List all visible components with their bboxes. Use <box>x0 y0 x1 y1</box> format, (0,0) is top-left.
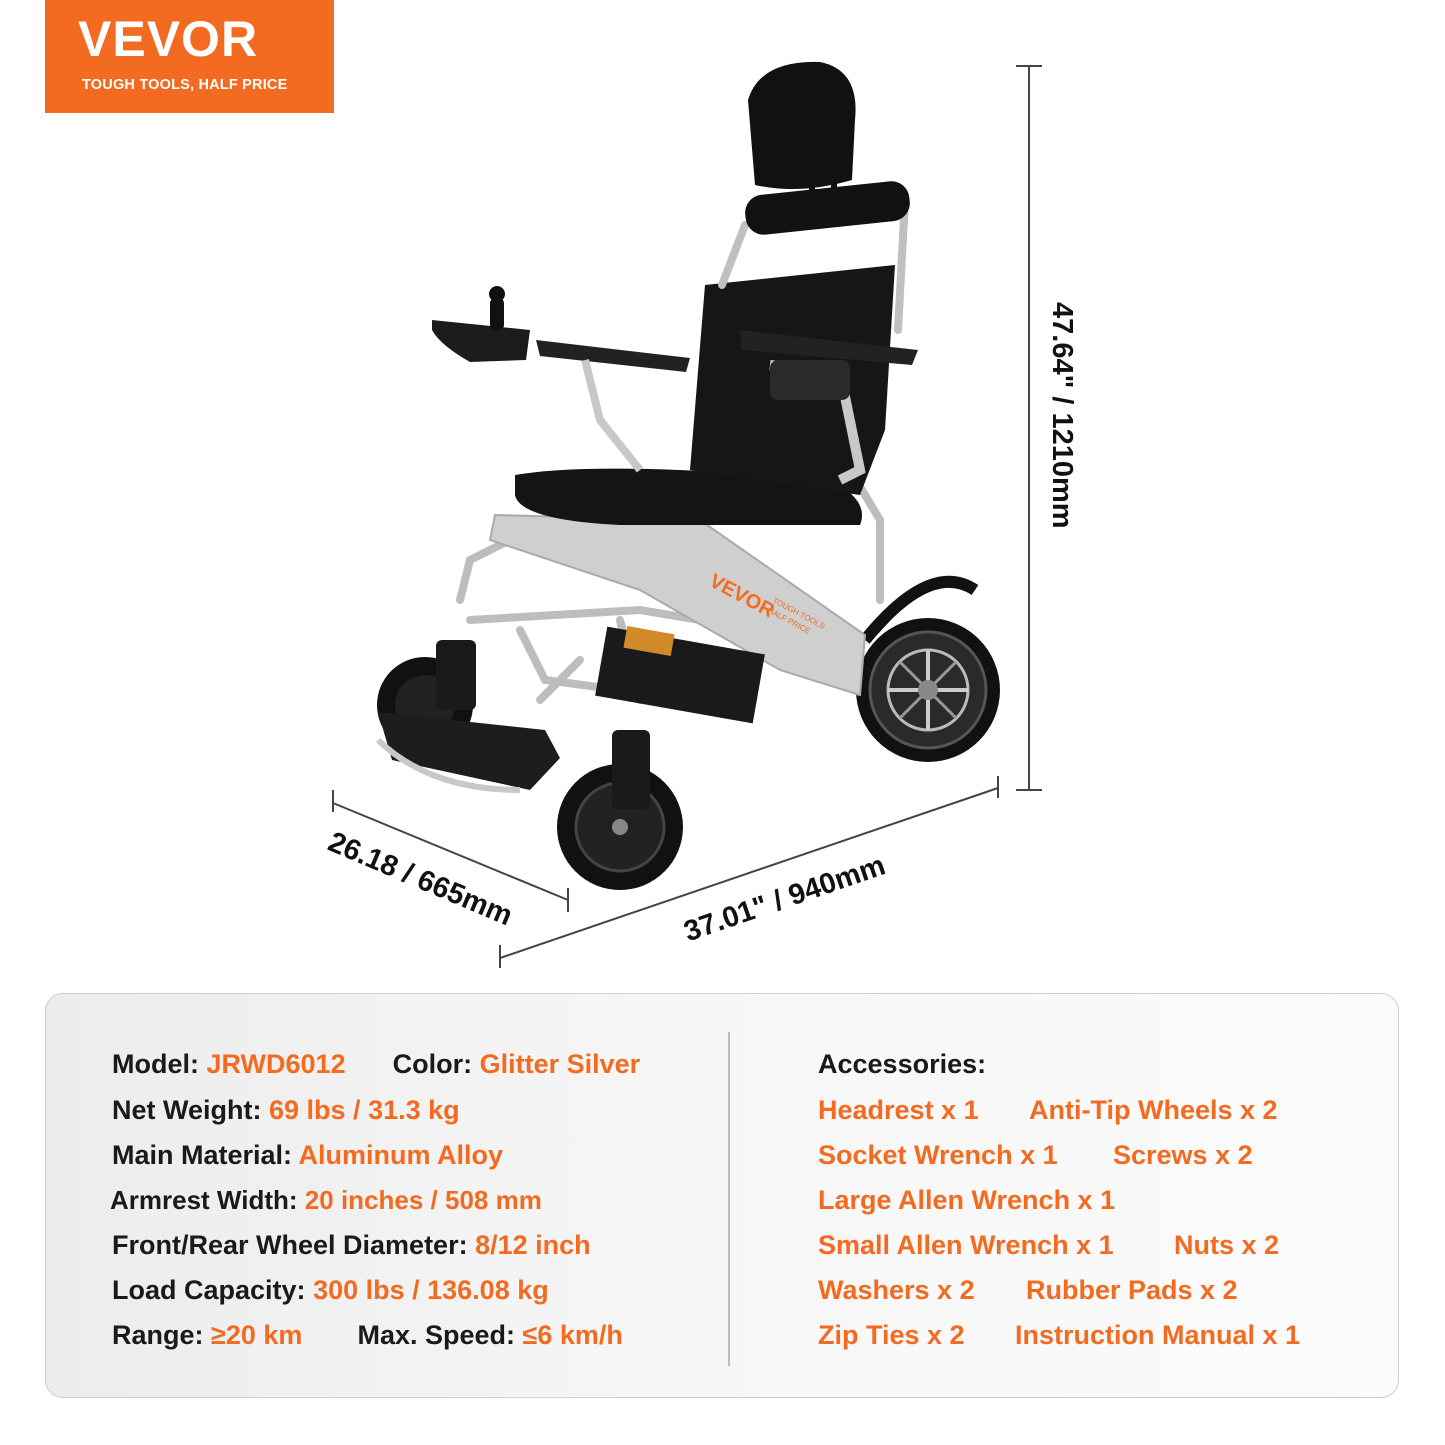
spec-armrest: Armrest Width: 20 inches / 508 mm <box>110 1187 542 1213</box>
spec-material: Main Material: Aluminum Alloy <box>112 1142 503 1169</box>
accessory-item: Screws x 2 <box>1113 1140 1253 1170</box>
accessory-item: Washers x 2 <box>818 1275 975 1305</box>
side-frame-panel: VEVOR TOUGH TOOLS HALF PRICE <box>488 513 867 697</box>
spec-load: Load Capacity: 300 lbs / 136.08 kg <box>112 1277 549 1304</box>
speed-label: Max. Speed: <box>357 1320 515 1350</box>
spec-panel: Model: JRWD6012 Color: Glitter Silver Ne… <box>45 993 1399 1398</box>
spec-wheel: Front/Rear Wheel Diameter: 8/12 inch <box>112 1232 591 1259</box>
spec-weight: Net Weight: 69 lbs / 31.3 kg <box>112 1097 460 1124</box>
brand-logo: VEVOR ® TOUGH TOOLS, HALF PRICE <box>45 0 351 113</box>
panel-divider <box>728 1032 730 1366</box>
length-dimension-line <box>499 776 999 968</box>
model-label: Model: <box>112 1049 199 1079</box>
logo-brand-text: VEVOR <box>78 11 259 67</box>
weight-label: Net Weight: <box>112 1095 262 1125</box>
material-value: Aluminum Alloy <box>298 1140 504 1170</box>
armrest-value: 20 inches / 508 mm <box>304 1185 542 1215</box>
accessory-item: Anti-Tip Wheels x 2 <box>1029 1095 1278 1125</box>
spec-model-color: Model: JRWD6012 Color: Glitter Silver <box>112 1051 640 1078</box>
width-dimension-line <box>332 790 569 912</box>
range-value: ≥20 km <box>211 1320 303 1350</box>
footrest <box>375 712 560 793</box>
wheelchair-illustration: VEVOR TOUGH TOOLS HALF PRICE <box>332 61 1042 968</box>
weight-value: 69 lbs / 31.3 kg <box>269 1095 460 1125</box>
wheel-label: Front/Rear Wheel Diameter: <box>112 1230 468 1260</box>
accessory-item: Nuts x 2 <box>1174 1230 1280 1260</box>
height-dimension-label: 47.64" / 1210mm <box>1046 302 1078 529</box>
color-value: Glitter Silver <box>479 1049 641 1079</box>
height-dimension-line <box>1016 65 1042 791</box>
accessory-item: Headrest x 1 <box>818 1095 979 1125</box>
range-label: Range: <box>112 1320 204 1350</box>
accessory-item: Rubber Pads x 2 <box>1026 1275 1238 1305</box>
model-value: JRWD6012 <box>206 1049 346 1079</box>
spec-range-speed: Range: ≥20 km Max. Speed: ≤6 km/h <box>112 1322 623 1349</box>
registered-mark: ® <box>343 20 352 32</box>
material-label: Main Material: <box>112 1140 293 1170</box>
accessory-item: Small Allen Wrench x 1 <box>818 1230 1114 1260</box>
rear-wheel <box>856 575 1000 762</box>
accessory-item: Zip Ties x 2 <box>818 1320 965 1350</box>
speed-value: ≤6 km/h <box>522 1320 623 1350</box>
left-armrest <box>536 340 690 473</box>
seat-cushion <box>515 468 862 525</box>
accessory-item: Socket Wrench x 1 <box>818 1140 1058 1170</box>
logo-tagline: TOUGH TOOLS, HALF PRICE <box>82 77 288 93</box>
front-wheel <box>557 730 683 890</box>
color-label: Color: <box>392 1049 473 1079</box>
accessories-title: Accessories: <box>818 1049 987 1079</box>
headrest <box>745 61 910 235</box>
load-label: Load Capacity: <box>112 1275 306 1305</box>
accessory-item: Large Allen Wrench x 1 <box>818 1185 1116 1215</box>
accessory-item: Instruction Manual x 1 <box>1015 1320 1301 1350</box>
right-armrest <box>740 330 918 485</box>
wheel-value: 8/12 inch <box>475 1230 591 1260</box>
battery-pack <box>595 625 765 724</box>
load-value: 300 lbs / 136.08 kg <box>313 1275 549 1305</box>
armrest-label: Armrest Width: <box>110 1185 298 1215</box>
joystick-controller <box>432 286 530 362</box>
